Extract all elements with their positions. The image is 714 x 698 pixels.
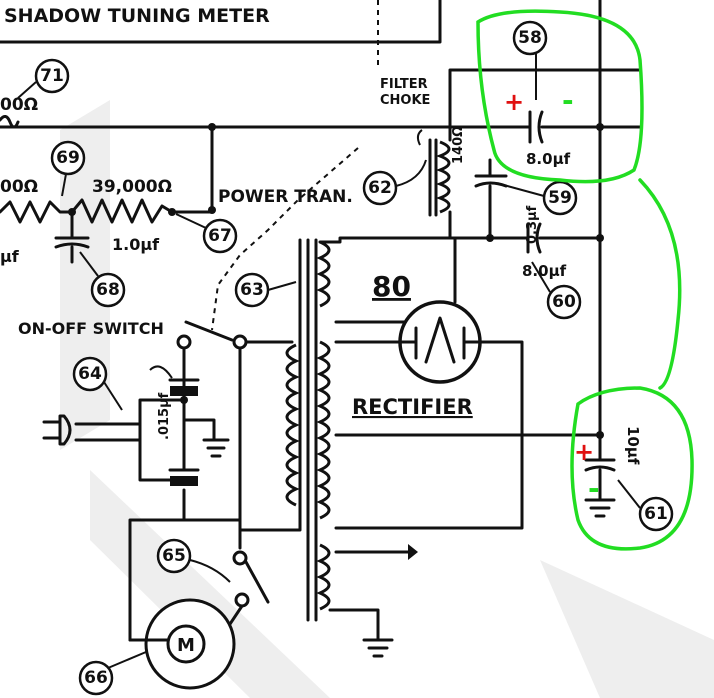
svg-text:63: 63 [240,280,264,300]
svg-text:66: 66 [84,668,108,688]
callout-68: 68 [79,251,126,308]
minus-sign-bottom: - [588,472,600,505]
svg-text:64: 64 [78,364,102,384]
capacitor-partial-left-label: µf [0,247,20,266]
filter-label: FILTER [380,77,428,92]
callout-71: 71 [17,58,70,99]
plus-sign-top: + [504,88,524,116]
callout-61: 61 [617,479,674,532]
watermark [60,100,714,698]
callout-63: 63 [234,272,297,308]
resistor-partial-top-label: 00Ω [0,95,38,115]
rectifier-tube-80 [398,236,482,384]
callout-60: 60 [531,261,582,320]
capacitor-10uf-label: 10µf [624,426,642,465]
svg-text:60: 60 [552,292,576,312]
power-plug [42,398,186,482]
tuning-meter-label: SHADOW TUNING METER [4,5,270,27]
highlight-annotations: - - [476,9,694,551]
svg-text:M: M [177,635,195,656]
tube-80-label: 80 [372,270,411,303]
svg-text:58: 58 [518,28,542,48]
on-off-switch-label: ON-OFF SWITCH [18,319,164,338]
svg-text:68: 68 [96,280,120,300]
tuning-meter-box: SHADOW TUNING METER [0,0,442,44]
plus-sign-bottom: + [574,438,594,466]
callout-69: 69 [50,140,86,197]
choke-label: CHOKE [380,93,430,108]
svg-text:59: 59 [548,188,572,208]
power-tran-label: POWER TRAN. [218,187,353,207]
capacitor-1uf-label: 1.0µf [112,235,160,254]
svg-text:67: 67 [208,226,232,246]
minus-sign-top: - [562,84,574,117]
callout-58: 58 [512,20,548,100]
line-capacitors [149,365,230,486]
power-transformer [285,236,602,658]
resistor-partial-mid-label: 00Ω [0,177,38,197]
capacitor-8uf-top-label: 8.0µf [526,150,571,168]
callout-65: 65 [156,538,231,583]
capacitor-015uf-label: .015µf [157,392,172,440]
svg-text:61: 61 [644,504,668,524]
callout-64: 64 [72,356,123,411]
dotted-lead-switch [211,147,359,331]
choke-ohms-label: 140Ω [451,126,466,164]
callout-67: 67 [175,213,238,254]
svg-text:69: 69 [56,148,80,168]
svg-text:62: 62 [368,178,392,198]
on-off-switch [128,320,302,642]
capacitor-03uf-label: 0.3µf [525,205,540,244]
callout-62: 62 [362,159,427,206]
motor: M [128,598,236,690]
resistor-chain [0,198,214,264]
callout-59: 59 [499,180,578,216]
callout-66: 66 [78,651,147,696]
svg-text:65: 65 [162,546,186,566]
capacitor-8uf-mid-label: 8.0µf [522,262,567,280]
filter-capacitors [434,0,642,518]
svg-text:71: 71 [40,66,64,86]
resistor-39000-label: 39,000Ω [92,177,172,197]
rectifier-label: RECTIFIER [352,395,473,419]
